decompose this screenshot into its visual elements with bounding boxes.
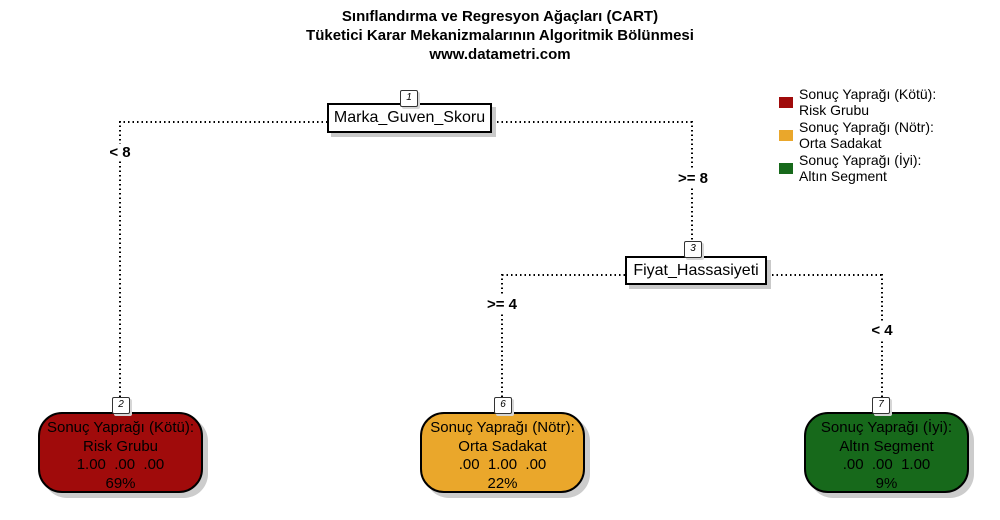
- leaf-coverage: 9%: [875, 474, 898, 492]
- legend-item-neutral: Sonuç Yaprağı (Nötr): Orta Sadakat: [779, 119, 936, 151]
- tree-edge: [488, 121, 692, 123]
- node-number-badge: 7: [872, 397, 890, 414]
- leaf-node-orta-sadakat: Sonuç Yaprağı (Nötr): Orta Sadakat .00 1…: [420, 412, 585, 493]
- leaf-title: Sonuç Yaprağı (Nötr):: [430, 419, 575, 436]
- branch-label-ge-8: >= 8: [673, 170, 713, 187]
- tree-edge: [763, 274, 882, 276]
- leaf-title: Sonuç Yaprağı (İyi):: [820, 419, 953, 436]
- title-line-3: www.datametri.com: [429, 46, 571, 63]
- legend-color-swatch-good: [779, 162, 793, 174]
- leaf-class: Orta Sadakat: [458, 437, 547, 455]
- node-number-badge: 6: [494, 397, 512, 414]
- leaf-node-risk-grubu: Sonuç Yaprağı (Kötü): Risk Grubu 1.00 .0…: [38, 412, 203, 493]
- plot-title: Sınıflandırma ve Regresyon Ağaçları (CAR…: [0, 7, 1000, 64]
- legend-item-bad: Sonuç Yaprağı (Kötü): Risk Grubu: [779, 86, 936, 118]
- tree-edge: [119, 121, 327, 123]
- branch-label-ge-4: >= 4: [482, 296, 522, 313]
- leaf-probabilities: .00 1.00 .00: [458, 456, 547, 473]
- leaf-class: Risk Grubu: [82, 437, 159, 455]
- tree-edge: [502, 274, 625, 276]
- node-number-badge: 3: [684, 241, 702, 258]
- leaf-coverage: 22%: [487, 474, 518, 492]
- legend-color-swatch-bad: [779, 96, 793, 108]
- leaf-probabilities: .00 .00 1.00: [842, 456, 931, 473]
- leaf-node-altin-segment: Sonuç Yaprağı (İyi): Altın Segment .00 .…: [804, 412, 969, 493]
- legend-item-good: Sonuç Yaprağı (İyi): Altın Segment: [779, 152, 936, 184]
- leaf-probabilities: 1.00 .00 .00: [76, 456, 165, 473]
- legend-label-neutral: Sonuç Yaprağı (Nötr): Orta Sadakat: [799, 119, 934, 151]
- title-line-1: Sınıflandırma ve Regresyon Ağaçları (CAR…: [341, 8, 659, 25]
- branch-label-lt-4: < 4: [867, 322, 897, 339]
- split-node-fiyat-hassasiyeti: Fiyat_Hassasiyeti: [625, 256, 767, 285]
- leaf-class: Altın Segment: [839, 437, 934, 455]
- node-number-badge: 2: [112, 397, 130, 414]
- split-node-marka-guven-skoru: Marka_Guven_Skoru: [327, 103, 492, 133]
- legend-color-swatch-neutral: [779, 129, 793, 141]
- legend: Sonuç Yaprağı (Kötü): Risk Grubu Sonuç Y…: [779, 86, 936, 185]
- tree-edge: [501, 274, 503, 397]
- leaf-coverage: 69%: [105, 474, 136, 492]
- legend-label-good: Sonuç Yaprağı (İyi): Altın Segment: [799, 152, 922, 184]
- tree-edge: [119, 121, 121, 397]
- leaf-title: Sonuç Yaprağı (Kötü):: [46, 419, 195, 436]
- node-number-badge: 1: [400, 90, 418, 107]
- title-line-2: Tüketici Karar Mekanizmalarının Algoritm…: [306, 27, 694, 44]
- legend-label-bad: Sonuç Yaprağı (Kötü): Risk Grubu: [799, 86, 937, 118]
- branch-label-lt-8: < 8: [105, 144, 135, 161]
